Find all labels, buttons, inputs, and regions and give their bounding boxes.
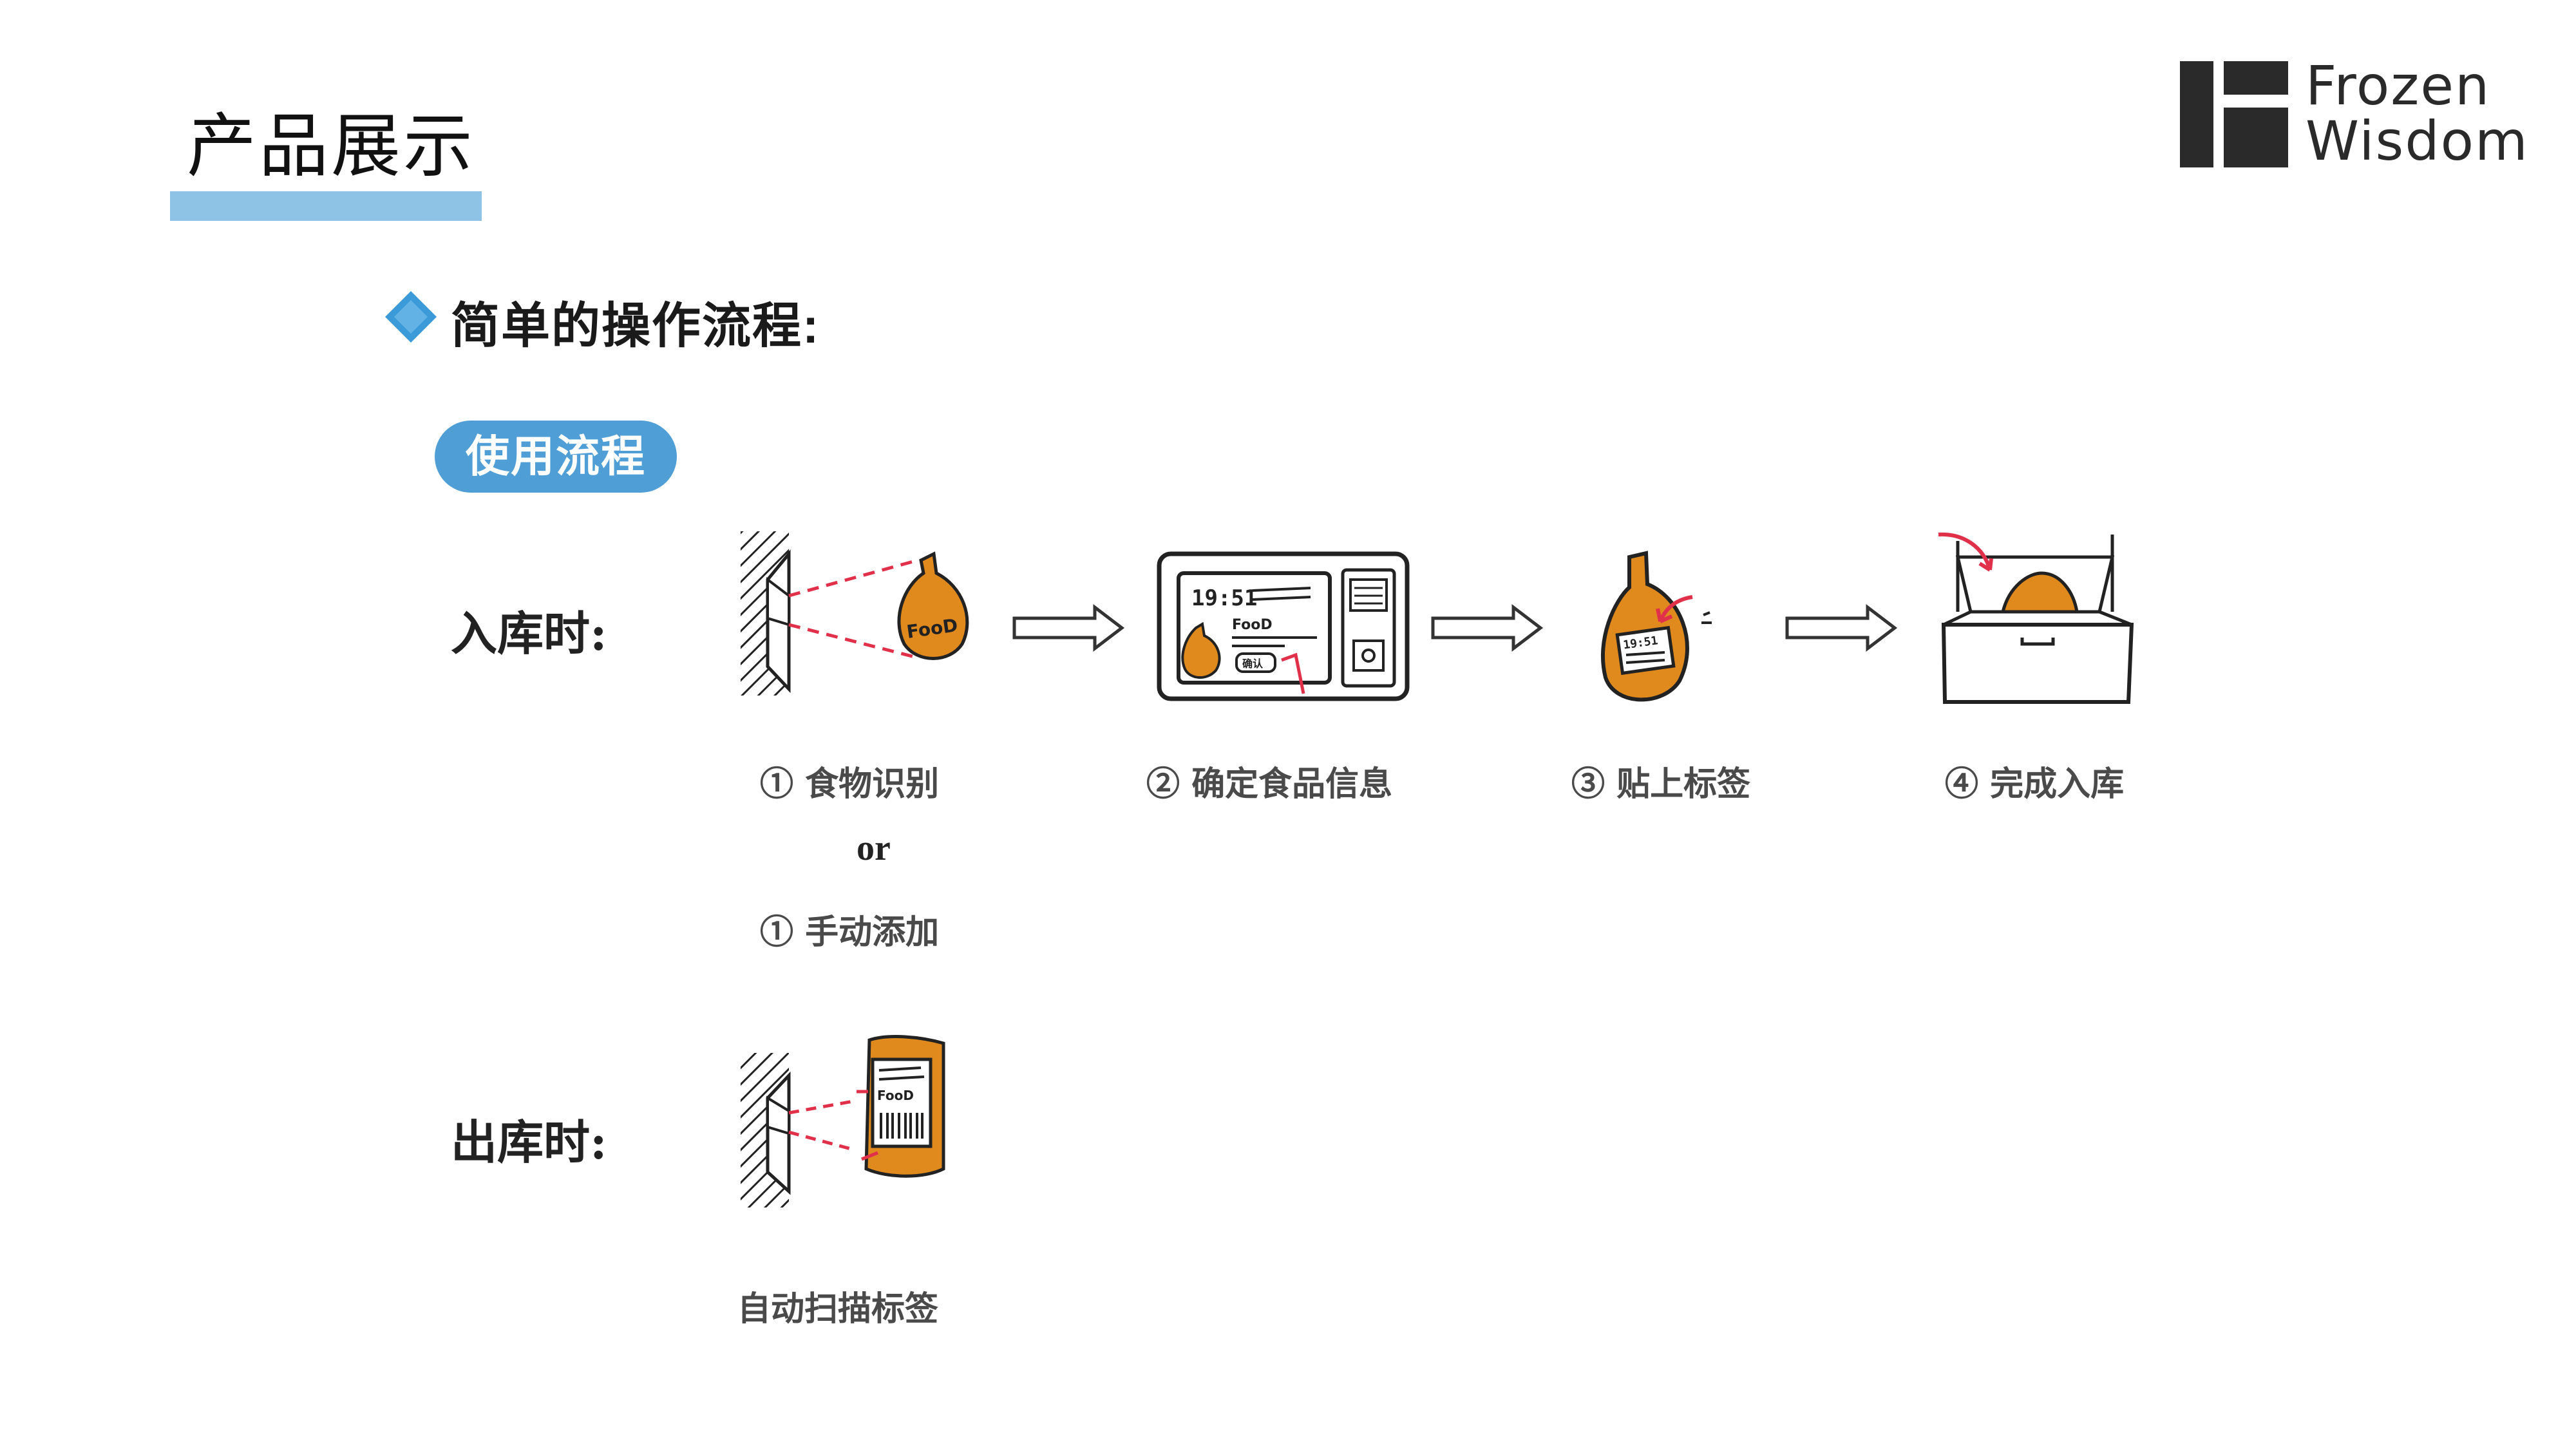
step-1-illustration: FooD	[728, 528, 985, 721]
scan-beam-icon	[788, 558, 918, 659]
step-3-caption: ③ 贴上标签	[1571, 764, 1751, 804]
step-1-alt-caption: ① 手动添加	[760, 913, 940, 952]
arrow-icon	[1430, 602, 1546, 654]
svg-text:FooD: FooD	[877, 1088, 914, 1103]
scan-beam-icon	[788, 1099, 854, 1151]
scanner-wall-icon	[741, 531, 791, 696]
auto-scan-caption: 自动扫描标签	[737, 1289, 939, 1329]
logo-mark-icon	[2180, 61, 2288, 167]
usage-flow-pill: 使用流程	[435, 421, 677, 493]
step-4-caption: ④ 完成入库	[1945, 764, 2125, 804]
food-bag-icon: FooD	[897, 551, 969, 660]
scan-label-illustration: FooD	[728, 1030, 985, 1211]
logo-line-2: Wisdom	[2306, 109, 2529, 173]
step-1-caption: ① 食物识别	[760, 764, 940, 804]
step-2-illustration: 19:51 FooD 确认	[1156, 551, 1414, 705]
inbound-label: 入库时:	[451, 606, 607, 661]
page-title: 产品展示	[187, 107, 476, 185]
arrow-icon	[1011, 602, 1127, 654]
freezer-drawer-icon	[1938, 532, 2134, 704]
logo-text: Frozen Wisdom	[2306, 58, 2529, 169]
or-connector: or	[857, 828, 891, 868]
svg-text:确认: 确认	[1242, 658, 1264, 670]
svg-text:FooD: FooD	[1232, 617, 1273, 633]
brand-logo	[2180, 61, 2541, 171]
diamond-bullet-icon	[385, 291, 437, 343]
logo-line-1: Frozen	[2306, 54, 2491, 117]
fridge-screen-icon: 19:51 FooD 确认	[1157, 551, 1410, 701]
section-heading: 简单的操作流程:	[451, 299, 820, 354]
outbound-label: 出库时:	[451, 1115, 607, 1170]
step-4-illustration	[1932, 528, 2145, 708]
arrow-icon	[1784, 602, 1900, 654]
barcode-tag-icon: FooD	[857, 1035, 945, 1178]
labeled-food-bag-icon: 19:51	[1601, 551, 1712, 702]
step-3-illustration: 19:51	[1591, 551, 1758, 718]
step-2-caption: ② 确定食品信息	[1146, 764, 1393, 804]
svg-text:19:51: 19:51	[1191, 585, 1257, 611]
title-underline	[170, 191, 482, 221]
scanner-wall-icon	[741, 1053, 791, 1208]
